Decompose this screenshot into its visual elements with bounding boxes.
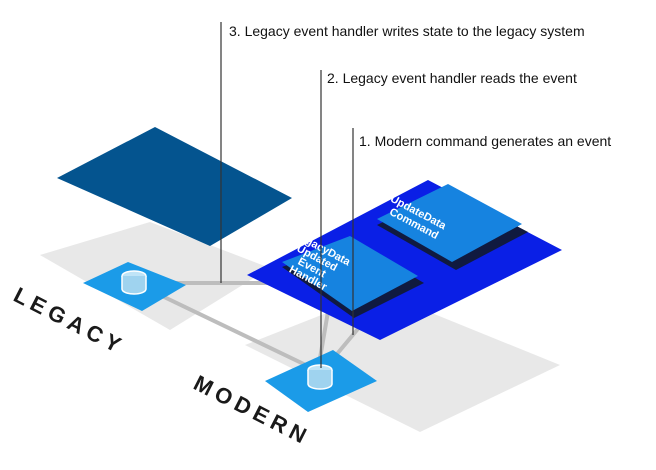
update-data-command: UpdateData Command xyxy=(377,184,528,270)
callout-step1: 1. Modern command generates an event xyxy=(359,133,611,149)
callout-step2: 2. Legacy event handler reads the event xyxy=(327,70,577,86)
legacy-datastore xyxy=(83,262,186,311)
database-icon xyxy=(121,270,147,295)
database-icon xyxy=(307,364,333,390)
leader-lines xyxy=(220,22,354,368)
modern-datastore xyxy=(265,350,377,412)
callout-step3: 3. Legacy event handler writes state to … xyxy=(229,23,585,39)
legacy-system-plate xyxy=(57,127,292,246)
